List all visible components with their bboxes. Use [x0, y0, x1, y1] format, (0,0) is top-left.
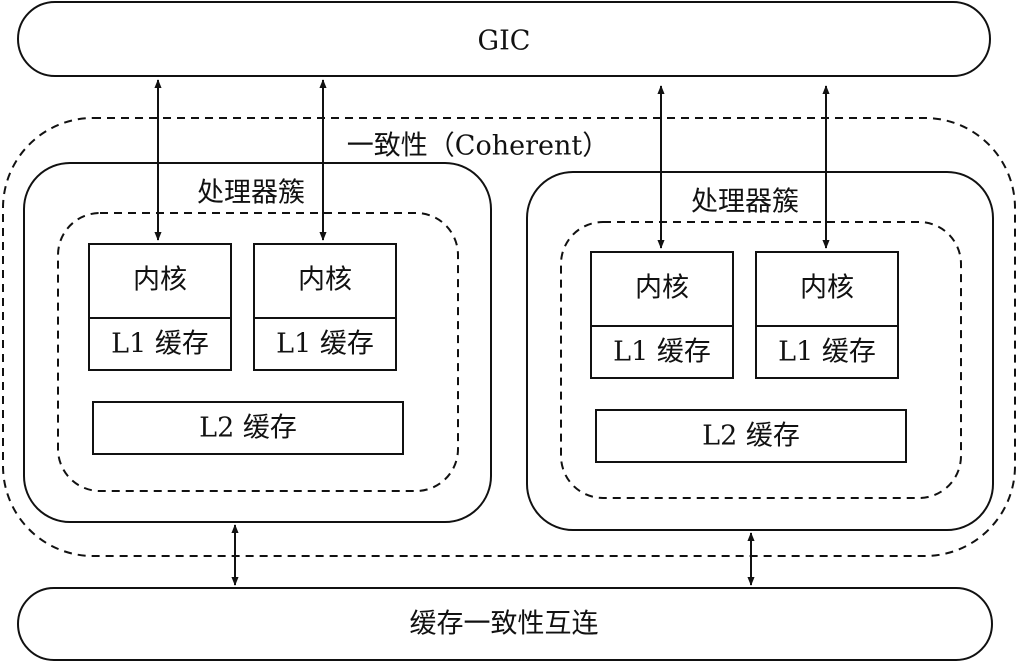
processor-cluster-left: 处理器簇 内核 L1 缓存 内核 L1 缓存 L2 缓存 — [23, 162, 492, 523]
l2-cache-label: L2 缓存 — [702, 421, 800, 452]
cluster-label-right: 处理器簇 — [691, 187, 799, 218]
l1-cache-box — [253, 317, 397, 371]
core-box — [590, 251, 734, 327]
core-box — [755, 251, 899, 327]
core-label: 内核 — [133, 265, 187, 296]
l1-cache-label: L1 缓存 — [613, 337, 711, 368]
l2-cache-box — [595, 409, 907, 463]
l1-cache-label: L1 缓存 — [778, 337, 876, 368]
l1-cache-box — [88, 317, 232, 371]
gic-bar — [17, 1, 991, 77]
coherent-label: 一致性（Coherent） — [347, 131, 609, 162]
core-block: 内核 L1 缓存 — [253, 243, 397, 371]
processor-cluster-right: 处理器簇 内核 L1 缓存 内核 L1 缓存 L2 缓存 — [526, 171, 994, 531]
core-block: 内核 L1 缓存 — [88, 243, 232, 371]
cluster-coherent-region-right — [560, 221, 962, 499]
interconnect-label: 缓存一致性互连 — [410, 609, 599, 640]
cluster-coherent-region-left — [57, 212, 459, 492]
core-label: 内核 — [635, 273, 689, 304]
cluster-label-left: 处理器簇 — [197, 178, 305, 209]
interconnect-bar — [17, 587, 993, 661]
l1-cache-box — [590, 325, 734, 379]
l2-cache-label: L2 缓存 — [199, 413, 297, 444]
l1-cache-label: L1 缓存 — [276, 329, 374, 360]
gic-label: GIC — [478, 26, 531, 57]
core-block: 内核 L1 缓存 — [755, 251, 899, 379]
l1-cache-box — [755, 325, 899, 379]
core-label: 内核 — [298, 265, 352, 296]
l2-cache-box — [92, 401, 404, 455]
core-box — [88, 243, 232, 319]
core-block: 内核 L1 缓存 — [590, 251, 734, 379]
core-label: 内核 — [800, 273, 854, 304]
l1-cache-label: L1 缓存 — [111, 329, 209, 360]
